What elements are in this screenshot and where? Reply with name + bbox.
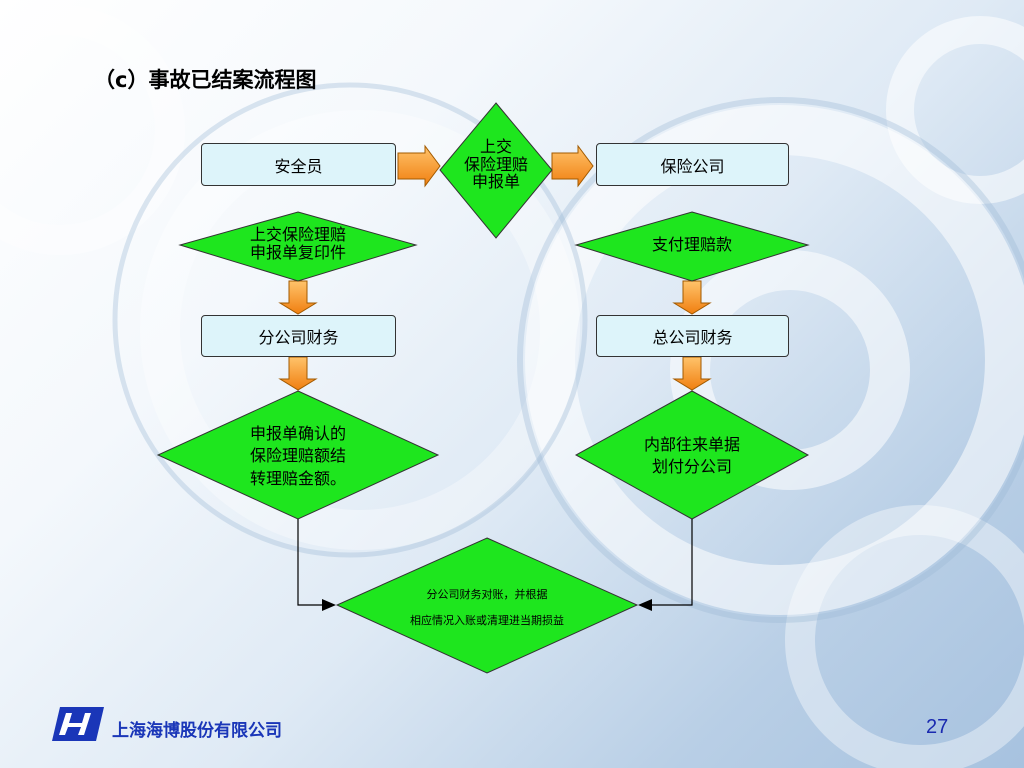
arrow-down-left-1 [278, 280, 318, 315]
connector-right-arrowhead [638, 599, 652, 611]
node-submit-claim-line-2: 保险理赔 [463, 154, 528, 174]
node-internal-transfer-text: 内部往来单据 划付分公司 [612, 434, 772, 477]
node-pay-claim-text: 支付理赔款 [612, 235, 772, 256]
arrow-down-left-2 [278, 356, 318, 391]
node-submit-copy-text: 上交保险理赔 申报单复印件 [213, 226, 383, 261]
node-insurance-company: 保险公司 [596, 143, 789, 186]
connector-left [297, 519, 322, 606]
diamond-submit-copy [178, 211, 418, 282]
arrow-down-right-2 [672, 356, 712, 391]
node-confirm-amount-line-2: 保险理赔额结 [249, 446, 346, 466]
node-hq-finance-label: 总公司财务 [652, 328, 733, 347]
connector-left-arrowhead [322, 599, 336, 611]
node-submit-copy-line-1: 上交保险理赔 [249, 225, 346, 244]
node-hq-finance: 总公司财务 [596, 315, 789, 357]
diamond-submit-claim [439, 102, 553, 239]
node-internal-transfer-line-1: 内部往来单据 [643, 435, 740, 454]
node-internal-transfer-line-2: 划付分公司 [651, 456, 732, 476]
node-insurance-company-label: 保险公司 [660, 156, 725, 176]
node-safety-officer: 安全员 [201, 143, 396, 186]
node-submit-claim-line-1: 上交 [479, 137, 512, 156]
node-confirm-amount-text: 申报单确认的 保险理赔额结 转理赔金额。 [218, 423, 378, 490]
diamond-reconcile [335, 537, 639, 674]
node-reconcile-text: 分公司财务对账，并根据 相应情况入账或清理进当期损益 [372, 582, 602, 635]
arrow-down-right-1 [672, 280, 712, 315]
node-confirm-amount-line-1: 申报单确认的 [249, 424, 346, 443]
arrow-right-1 [397, 144, 441, 188]
slide-title: （c）事故已结案流程图 [94, 68, 317, 92]
node-safety-officer-label: 安全员 [274, 156, 323, 176]
company-name: 上海海博股份有限公司 [112, 721, 282, 741]
company-logo-icon [52, 707, 104, 741]
diamond-pay-claim [574, 211, 810, 282]
node-branch-finance: 分公司财务 [201, 315, 396, 357]
node-submit-claim-text: 上交 保险理赔 申报单 [446, 138, 546, 191]
page-number: 27 [926, 716, 949, 738]
node-reconcile-line-1: 分公司财务对账，并根据 [426, 588, 548, 601]
node-branch-finance-label: 分公司财务 [258, 328, 339, 347]
connector-right [652, 519, 693, 606]
node-submit-copy-line-2: 申报单复印件 [249, 242, 346, 262]
node-confirm-amount-line-3: 转理赔金额。 [249, 468, 346, 488]
node-pay-claim-label: 支付理赔款 [651, 235, 732, 254]
arrow-right-2 [551, 144, 594, 188]
node-submit-claim-line-3: 申报单 [471, 172, 520, 192]
node-reconcile-line-2: 相应情况入账或清理进当期损益 [410, 614, 564, 628]
